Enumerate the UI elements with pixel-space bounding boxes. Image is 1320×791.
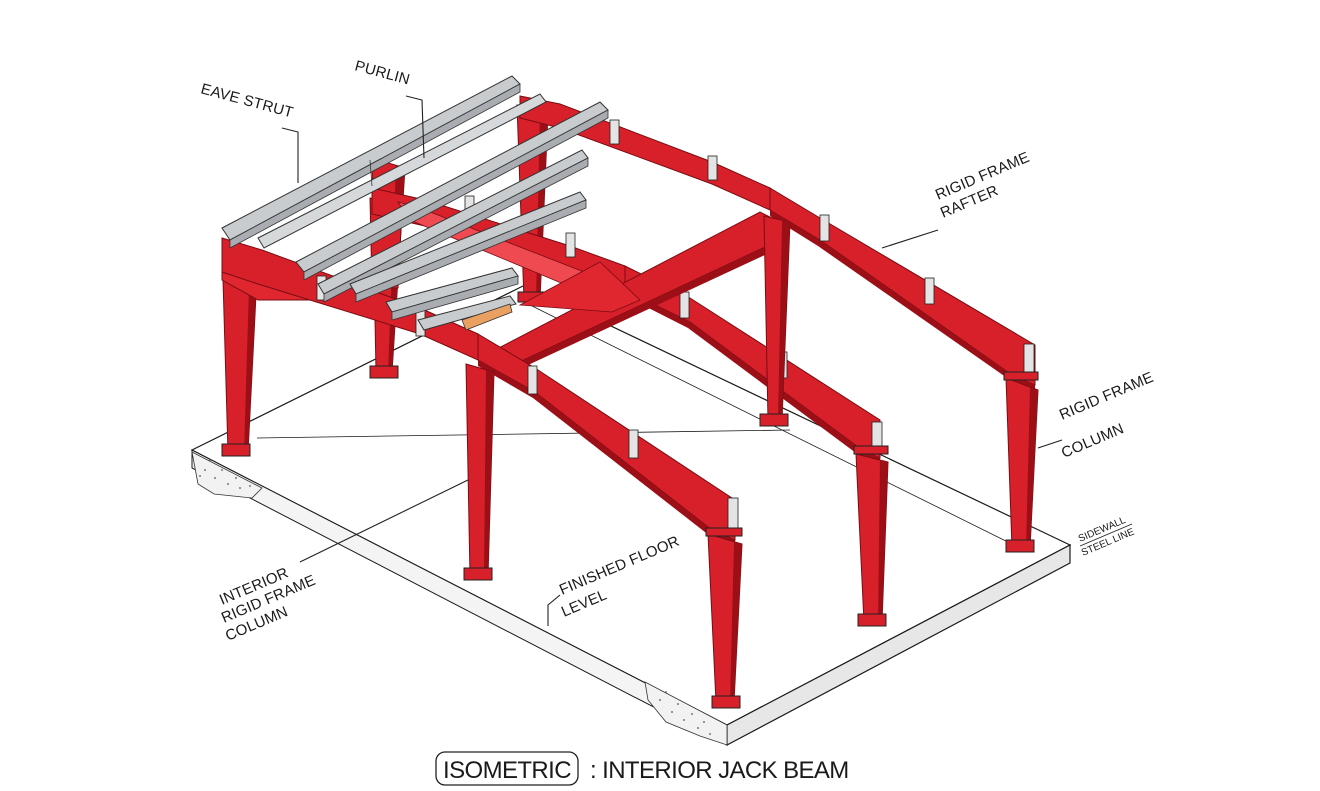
footing-front [644, 681, 728, 746]
leader-eave-strut: EAVE STRUT [199, 80, 299, 183]
rigid-frame-column-right [1003, 371, 1039, 553]
purlins [221, 75, 609, 331]
floor-slab [190, 284, 1072, 746]
label-purlin: PURLIN [353, 57, 412, 88]
caption-title: : INTERIOR JACK BEAM [590, 757, 849, 784]
label-eave-strut: EAVE STRUT [199, 80, 295, 121]
caption-box [435, 751, 579, 786]
label-rigid-frame-column-1: RIGID FRAME [1057, 369, 1156, 424]
leader-sidewall: SIDEWALL STEEL LINE [1077, 515, 1136, 559]
middle-frame-column-right [853, 445, 889, 627]
label-rigid-frame-column-2: COLUMN [1059, 420, 1127, 462]
caption: ISOMETRIC : INTERIOR JACK BEAM [435, 751, 849, 786]
rigid-frame-front [221, 237, 739, 546]
leader-interior-column: INTERIOR RIGID FRAME COLUMN [217, 479, 469, 645]
footing-left [191, 451, 263, 499]
leader-rigid-frame-column: RIGID FRAME COLUMN [1037, 369, 1156, 462]
rigid-frame-column-front [705, 527, 743, 709]
interior-column-right [759, 215, 791, 427]
leader-rigid-frame-rafter: RIGID FRAME RAFTER [881, 149, 1032, 249]
caption-isometric: ISOMETRIC [443, 757, 571, 784]
interior-jack-beam [397, 201, 781, 372]
interior-column-front [463, 363, 495, 581]
